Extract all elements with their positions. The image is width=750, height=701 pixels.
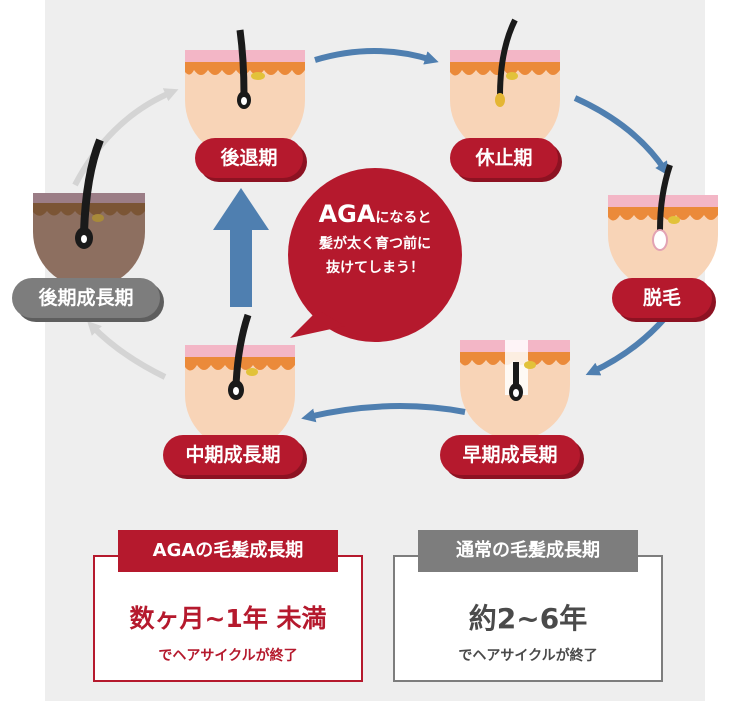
hair-follicle-icon	[460, 340, 570, 440]
speech-bubble	[288, 168, 462, 342]
hair-follicle-icon	[33, 138, 145, 288]
hair-follicle-icon	[450, 18, 560, 155]
normal-note: でヘアサイクルが終了	[458, 648, 598, 664]
bubble-line2: 髪が太く育つ前に	[319, 236, 431, 252]
hair-follicle-icon	[185, 313, 295, 450]
bubble-aga: AGA	[318, 200, 376, 228]
up-arrow-icon	[213, 188, 269, 307]
stage-label-taikiki: 後退期	[195, 138, 303, 178]
aga-box-title: AGAの毛髪成長期	[118, 530, 338, 572]
stage-label-sokiseichoki: 早期成長期	[440, 435, 580, 475]
aga-duration: 数ヶ月~1年 未満	[129, 604, 327, 633]
stage-label-chukiseichoki: 中期成長期	[163, 435, 303, 475]
normal-box-title: 通常の毛髪成長期	[418, 530, 638, 572]
bubble-text: AGAになると 髪が太く育つ前に 抜けてしまう！	[285, 200, 465, 280]
normal-duration: 約2~6年	[468, 602, 588, 635]
normal-growth-box: 約2~6年 でヘアサイクルが終了	[393, 555, 663, 682]
stage-label-kyushiki: 休止期	[450, 138, 558, 178]
cycle-arrow-icon	[314, 48, 439, 65]
stage-label-datsumo: 脱毛	[612, 278, 712, 318]
cycle-arrow-icon	[301, 403, 466, 423]
cycle-arrow-icon	[72, 88, 179, 187]
aga-growth-box: 数ヶ月~1年 未満 でヘアサイクルが終了	[93, 555, 363, 682]
stage-label-kokiseichoki: 後期成長期	[12, 278, 160, 318]
hair-follicle-icon	[608, 164, 718, 290]
cycle-arrow-icon	[87, 320, 167, 380]
hair-follicle-icon	[185, 29, 305, 160]
cycle-arrow-icon	[573, 95, 669, 176]
bubble-line1-rest: になると	[375, 210, 432, 226]
aga-note: でヘアサイクルが終了	[158, 648, 298, 664]
bubble-line3: 抜けてしまう！	[326, 260, 424, 276]
cycle-arrow-icon	[585, 316, 668, 376]
